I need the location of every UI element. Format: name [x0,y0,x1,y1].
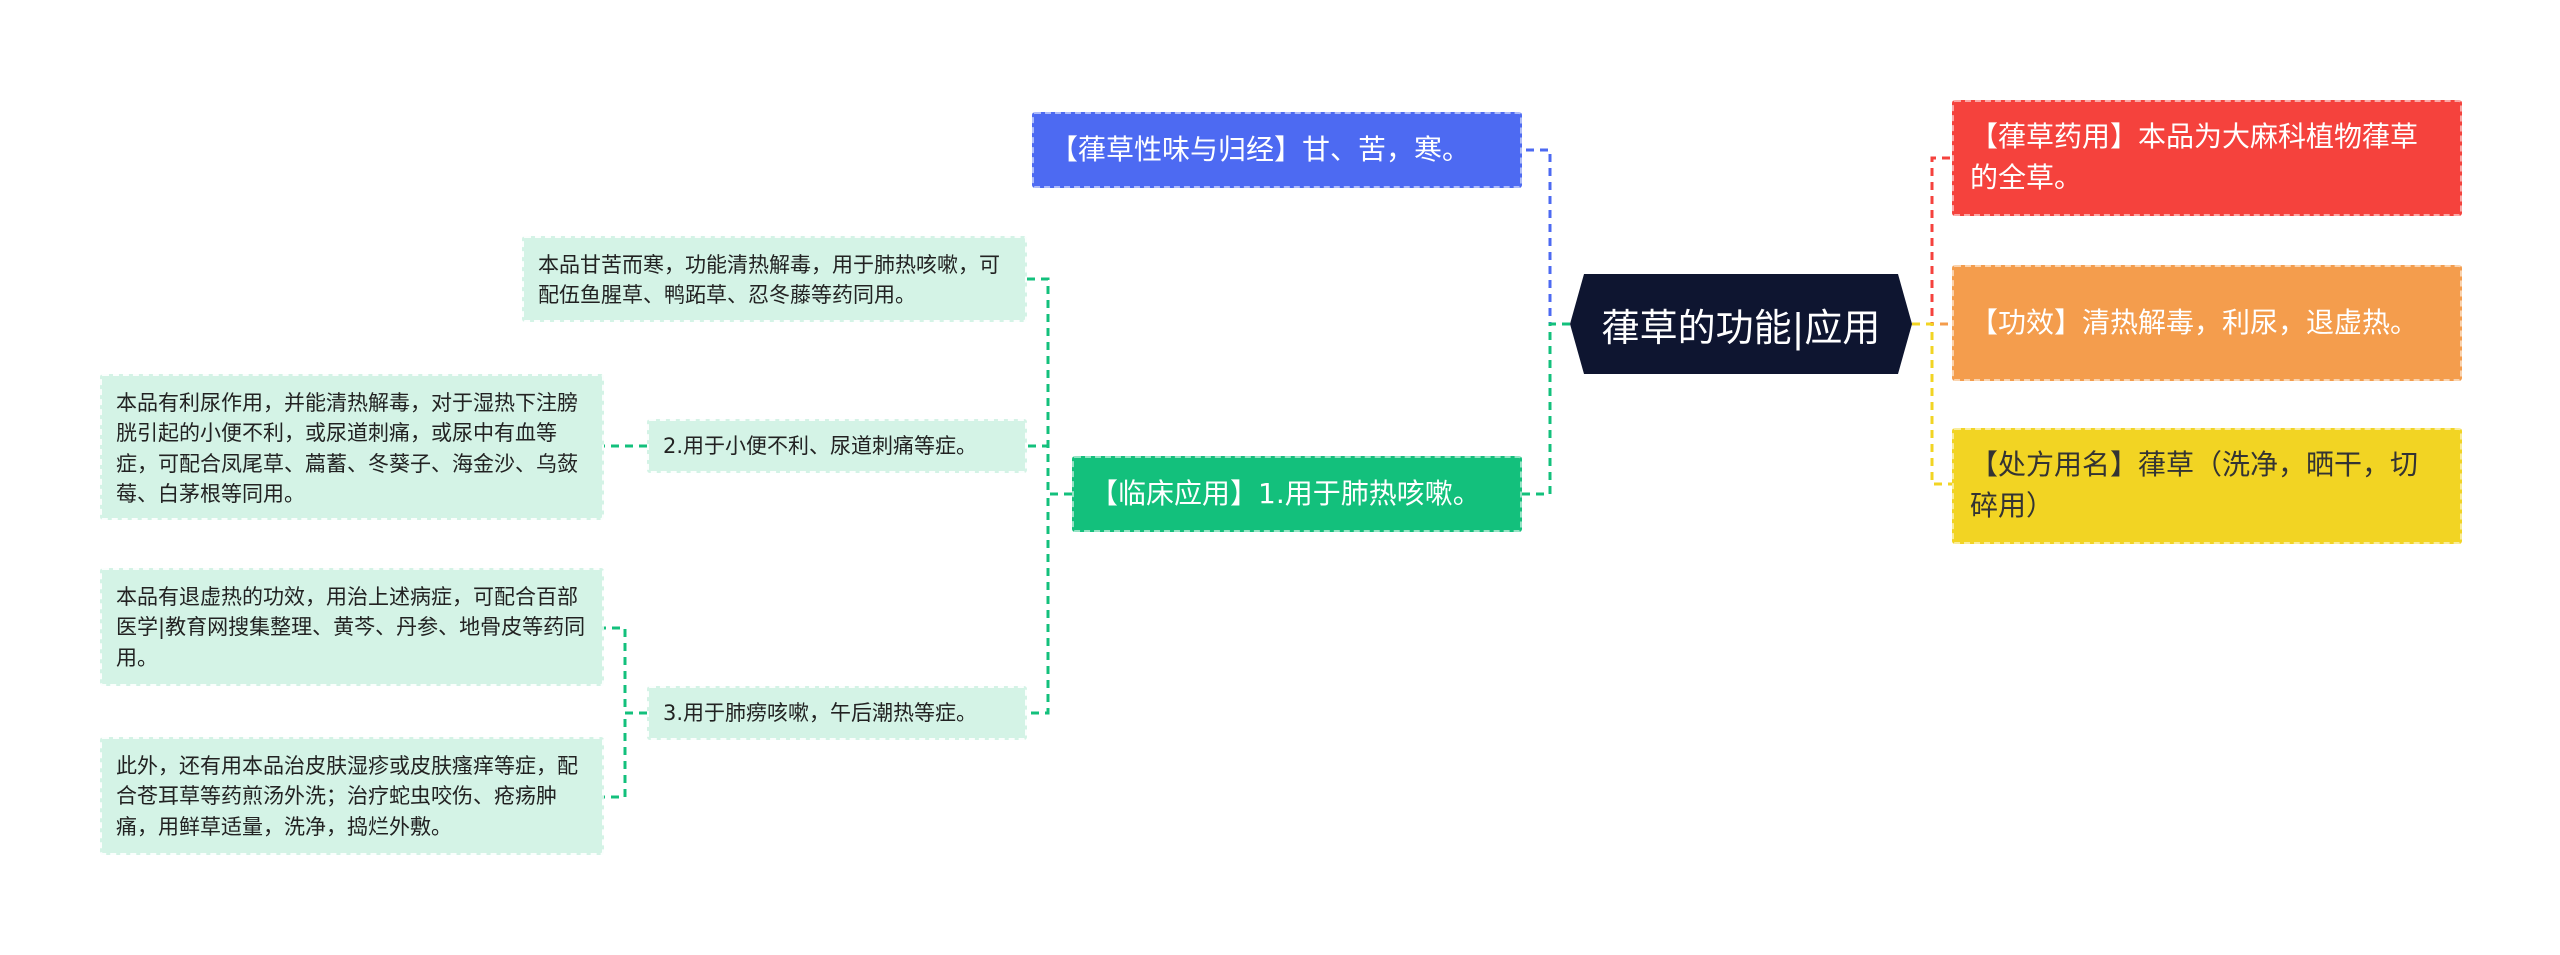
link-child3-detail2 [604,711,647,799]
node-prescription-name-text: 【处方用名】葎草（洗净，晒干，切碎用） [1970,448,2419,522]
link-center-clinical [1522,322,1570,496]
node-clinical-use-text: 【临床应用】1.用于肺热咳嗽。 [1090,476,1481,510]
link-center-usage [1912,156,1952,326]
node-clinical-child-2-text: 2.用于小便不利、尿道刺痛等症。 [663,433,978,458]
node-clinical-child-2[interactable]: 2.用于小便不利、尿道刺痛等症。 [647,419,1027,473]
node-clinical-child-2-detail[interactable]: 本品有利尿作用，并能清热解毒，对于湿热下注膀胱引起的小便不利，或尿道刺痛，或尿中… [100,374,604,520]
node-clinical-use[interactable]: 【临床应用】1.用于肺热咳嗽。 [1072,456,1522,532]
node-clinical-child-3-detail-1-text: 本品有退虚热的功效，用治上述病症，可配合百部医学|教育网搜集整理、黄芩、丹参、地… [116,585,586,670]
link-child3-detail1 [604,626,647,715]
node-clinical-child-1[interactable]: 本品甘苦而寒，功能清热解毒，用于肺热咳嗽，可配伍鱼腥草、鸭跖草、忍冬藤等药同用。 [522,236,1027,322]
node-clinical-child-1-text: 本品甘苦而寒，功能清热解毒，用于肺热咳嗽，可配伍鱼腥草、鸭跖草、忍冬藤等药同用。 [538,253,1000,308]
node-medicinal-use[interactable]: 【葎草药用】本品为大麻科植物葎草的全草。 [1952,100,2462,216]
center-topic[interactable]: 葎草的功能|应用 [1570,274,1912,374]
node-clinical-child-3-detail-2[interactable]: 此外，还有用本品治皮肤湿疹或皮肤瘙痒等症，配合苍耳草等药煎汤外洗；治疗蛇虫咬伤、… [100,737,604,855]
node-clinical-child-3-detail-2-text: 此外，还有用本品治皮肤湿疹或皮肤瘙痒等症，配合苍耳草等药煎汤外洗；治疗蛇虫咬伤、… [116,754,578,839]
node-clinical-child-2-detail-text: 本品有利尿作用，并能清热解毒，对于湿热下注膀胱引起的小便不利，或尿道刺痛，或尿中… [116,391,578,507]
link-clinical-child2 [1027,444,1072,496]
node-clinical-child-3[interactable]: 3.用于肺痨咳嗽，午后潮热等症。 [647,686,1027,740]
link-center-prescription [1912,322,1952,486]
center-topic-text: 葎草的功能|应用 [1601,305,1881,350]
link-center-nature [1522,148,1570,326]
node-nature-meridian-text: 【葎草性味与归经】甘、苦，寒。 [1050,132,1471,166]
node-efficacy[interactable]: 【功效】清热解毒，利尿，退虚热。 [1952,265,2462,381]
link-clinical-child1 [1027,277,1072,496]
node-clinical-child-3-detail-1[interactable]: 本品有退虚热的功效，用治上述病症，可配合百部医学|教育网搜集整理、黄芩、丹参、地… [100,568,604,686]
node-efficacy-text: 【功效】清热解毒，利尿，退虚热。 [1970,305,2419,339]
node-clinical-child-3-text: 3.用于肺痨咳嗽，午后潮热等症。 [663,700,978,725]
node-medicinal-use-text: 【葎草药用】本品为大麻科植物葎草的全草。 [1970,120,2419,194]
link-clinical-child3 [1027,492,1072,715]
node-nature-meridian[interactable]: 【葎草性味与归经】甘、苦，寒。 [1032,112,1522,188]
node-prescription-name[interactable]: 【处方用名】葎草（洗净，晒干，切碎用） [1952,428,2462,544]
